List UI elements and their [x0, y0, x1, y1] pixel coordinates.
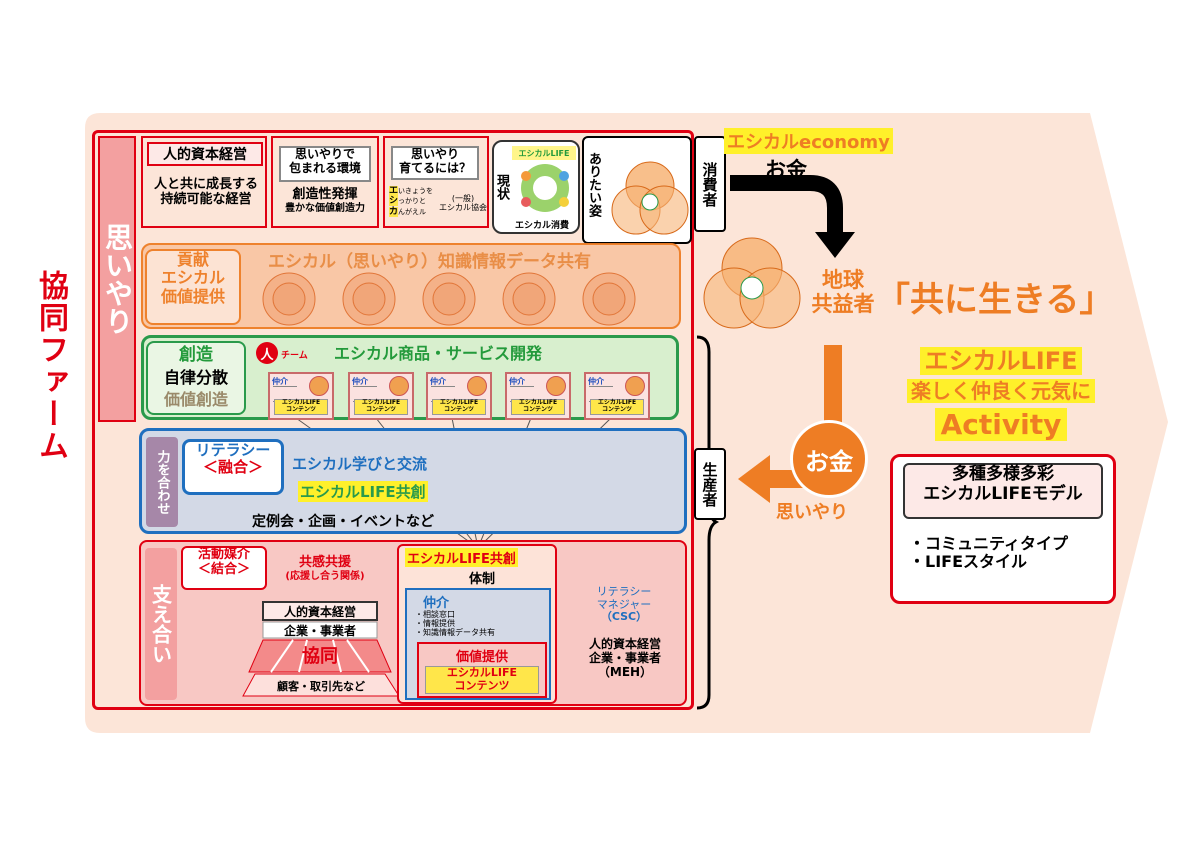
team-person-icon: 人 — [256, 342, 278, 364]
cooperate-box: 力を合わせ リテラシー ＜融合＞ エシカル学びと交流 エシカルLIFE共創 定例… — [139, 428, 687, 534]
creation-title: エシカル商品・サービス開発 — [334, 344, 543, 363]
cooperate-cocreate: エシカルLIFE共創 — [298, 481, 428, 502]
earth-venn — [703, 237, 801, 329]
omoiyari-label: 思いやり — [98, 136, 136, 422]
literacy-box: リテラシー ＜融合＞ — [182, 439, 284, 495]
pyramid-customers: 顧客・取引先など — [277, 680, 365, 693]
current-label: 現状 — [494, 174, 509, 200]
pyramid-kyodo: 協同 — [302, 646, 338, 667]
human-capital-title: 人的資本経営 — [147, 142, 263, 166]
creation-label: 創造 — [179, 345, 213, 365]
nurture-title: 思いやり 育てるには？ — [391, 146, 479, 180]
venn-circles-ideal — [611, 161, 689, 235]
creation-label-box: 創造 自律分散 価値創造 — [146, 341, 246, 415]
meh-text: 人的資本経営 企業・事業者 （MEH） — [588, 637, 661, 679]
cocreate-title: エシカルLIFE共創 — [405, 548, 518, 567]
system-label: 体制 — [469, 572, 496, 587]
nurture-box: 思いやり 育てるには？ エいきょうを シっかりと カんがえル (一般) エシカル… — [383, 136, 489, 228]
current-box: 現状 エシカルLIFE エシカル消費 — [492, 140, 580, 234]
value-contents: エシカルLIFE コンテンツ — [425, 666, 539, 694]
money-label: お金 — [765, 158, 807, 182]
chukai-box: 仲介 ・相談窓口 ・情報提供 ・知識情報データ共有 価値提供 エシカルLIFE … — [405, 588, 551, 700]
chukai-items: ・相談窓口 ・情報提供 ・知識情報データ共有 — [415, 610, 495, 638]
value-box: 価値提供 エシカルLIFE コンテンツ — [417, 642, 547, 698]
pyramid-human-capital: 人的資本経営 — [283, 604, 356, 619]
live-together: 「共に生きる」 — [876, 280, 1114, 320]
environment-body: 創造性発揮 豊かな価値創造力 — [285, 187, 365, 214]
producer-label: 生産者 — [694, 448, 726, 520]
ethical-life-logo: エシカルLIFE — [512, 146, 576, 160]
cooperate-title: エシカル学びと交流 — [292, 455, 428, 473]
model-title: 多種多様多彩 エシカルLIFEモデル — [903, 463, 1103, 519]
model-box: 多種多様多彩 エシカルLIFEモデル ・コミュニティタイプ ・LIFEスタイル — [890, 454, 1116, 604]
black-arrow-head — [815, 232, 855, 258]
support-label: 支え合い — [145, 548, 177, 700]
model-items: ・コミュニティタイプ ・LIFEスタイル — [909, 534, 1069, 572]
csc-text: リテラシー マネジャー （CSC） — [596, 585, 652, 624]
cocreate-system-box: エシカルLIFE共創 体制 仲介 ・相談窓口 ・情報提供 ・知識情報データ共有 … — [397, 544, 557, 704]
money-circle: お金 — [790, 420, 868, 498]
kyodo-farm-title: 協同ファーム — [33, 270, 68, 462]
earth-beneficiary: 地球 共益者 — [811, 268, 875, 317]
community-type-item: ・コミュニティタイプ — [909, 534, 1069, 553]
contribution-circles — [262, 272, 636, 326]
kyodo-pyramid — [242, 601, 400, 697]
ethical-consumption-caption: エシカル消費 — [514, 221, 569, 231]
omoiyari-caption: 思いやり — [776, 502, 848, 523]
support-box: 支え合い 活動媒介 ＜結合＞ 共感共援 (応援し合う関係) 人的資本経営 企業・… — [139, 540, 687, 706]
cooperate-events: 定例会・企画・イベントなど — [252, 514, 434, 530]
human-capital-body: 人と共に成長する 持続可能な経営 — [153, 177, 258, 207]
creation-box: 創造 自律分散 価値創造 人 チーム エシカル商品・サービス開発 仲介 エシカル… — [141, 335, 679, 420]
acrostic: エいきょうを シっかりと カんがえル — [389, 186, 434, 217]
contribution-title: エシカル（思いやり）知識情報データ共有 — [268, 252, 591, 272]
human-capital-box: 人的資本経営 人と共に成長する 持続可能な経営 — [141, 136, 267, 228]
empathy-text: 共感共援 (応援し合う関係) — [285, 555, 365, 582]
main-frame — [92, 130, 694, 710]
environment-box: 思いやりで 包まれる環境 創造性発揮 豊かな価値創造力 — [271, 136, 379, 228]
team-label: チーム — [281, 351, 308, 361]
contribution-box: 貢献 エシカル 価値提供 エシカル（思いやり）知識情報データ共有 — [141, 243, 681, 329]
value-title: 価値提供 — [455, 650, 508, 665]
ideal-label: ありたい姿 — [586, 152, 601, 217]
orange-arrow-head — [738, 455, 770, 503]
ethical-life-activity: エシカルLIFE 楽しく仲良く元気に Activity — [856, 345, 1146, 445]
cooperate-label: 力を合わせ — [146, 437, 178, 527]
ideal-box: ありたい姿 — [582, 136, 692, 244]
consumer-label: 消費者 — [694, 136, 726, 232]
mediation-box: 活動媒介 ＜結合＞ — [181, 546, 267, 590]
life-style-item: ・LIFEスタイル — [909, 552, 1028, 572]
ethical-consumption-illustration — [521, 164, 569, 212]
contribution-label: 貢献 エシカル 価値提供 — [145, 249, 241, 325]
environment-title: 思いやりで 包まれる環境 — [279, 146, 371, 182]
ethical-economy-label: エシカルeconomy — [724, 128, 893, 154]
pyramid-company: 企業・事業者 — [283, 623, 356, 638]
ethical-association: (一般) エシカル協会 — [439, 194, 487, 213]
chukai-title: 仲介 — [423, 596, 450, 611]
